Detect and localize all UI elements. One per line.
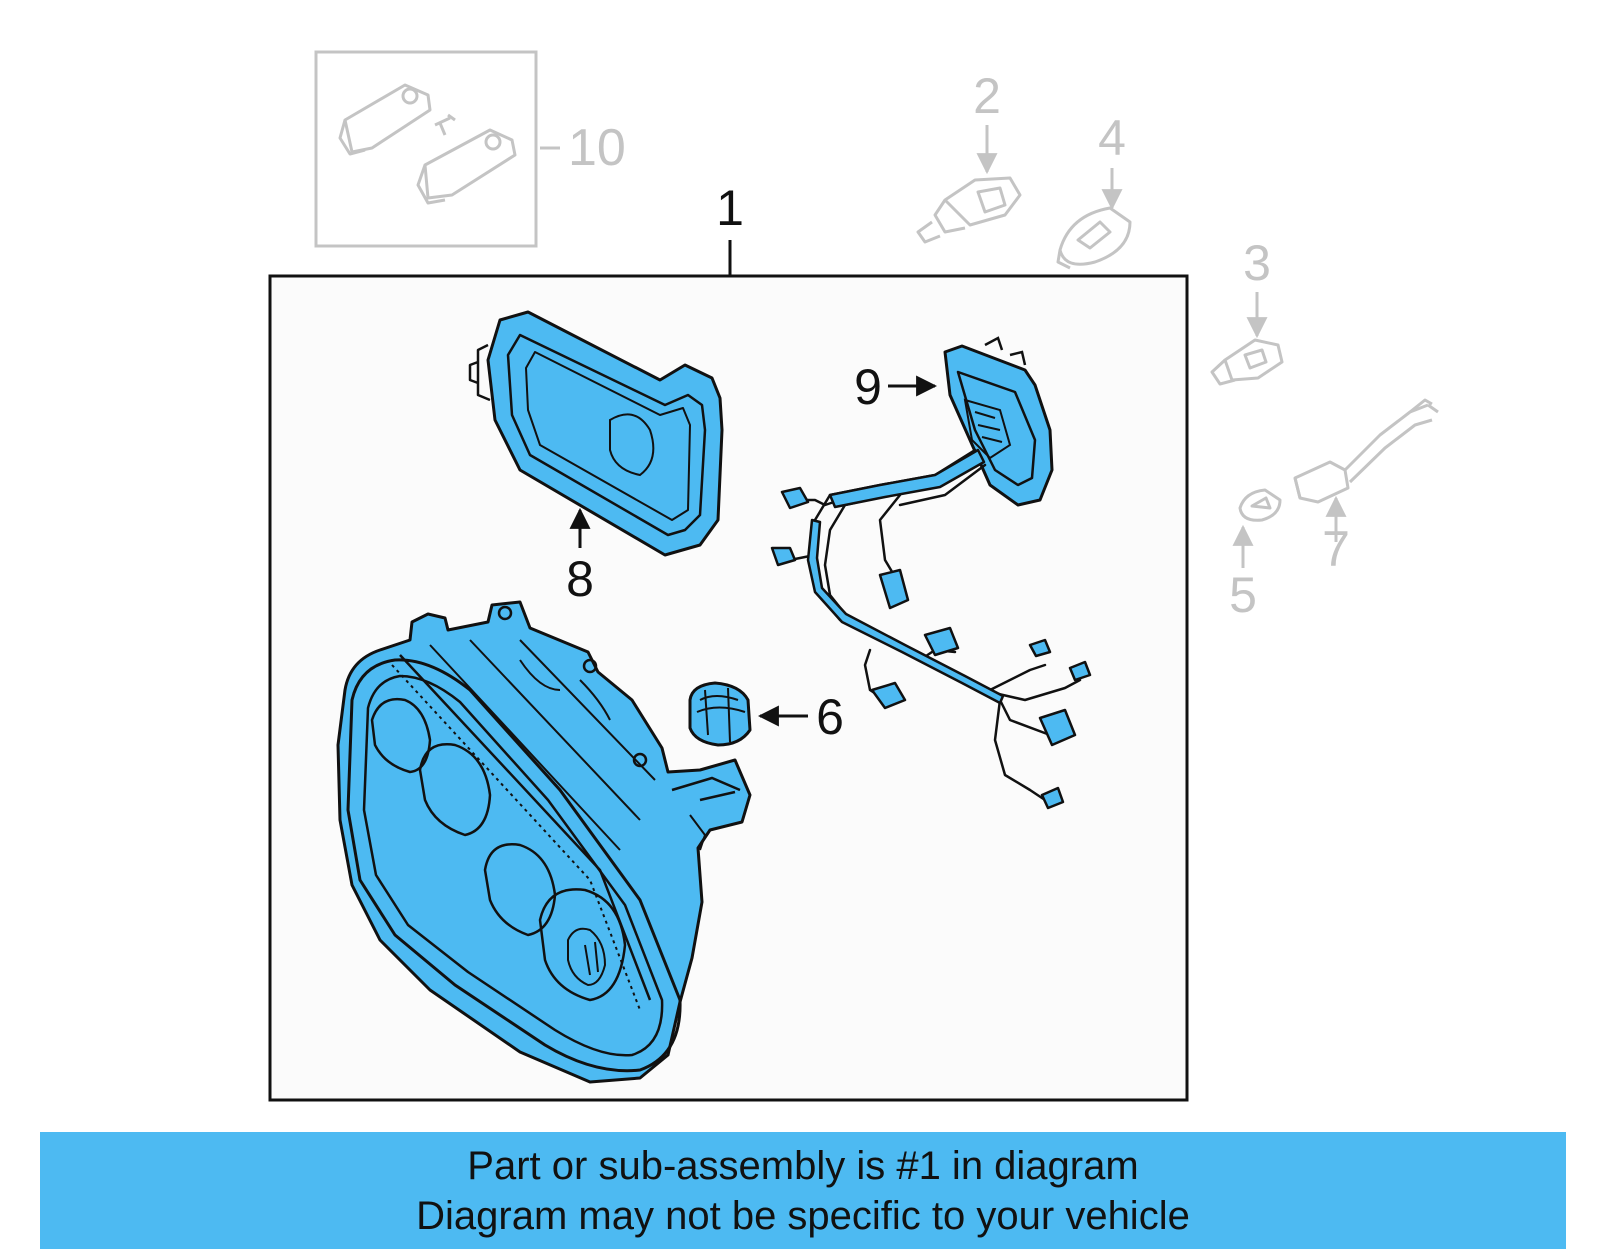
part-10-bracket-kit[interactable]: 10 [314,50,626,248]
callout-10: 10 [568,119,626,177]
banner-line-2: Diagram may not be specific to your vehi… [416,1194,1190,1238]
part-10-box [314,50,538,248]
callout-2: 2 [973,68,1001,124]
callout-8: 8 [566,551,594,607]
part-8-cover[interactable]: 8 [468,310,724,607]
headlamp-housing[interactable] [336,600,752,1084]
banner-line-1: Part or sub-assembly is #1 in diagram [467,1144,1139,1188]
part-4-wedge-bulb[interactable]: 4 [1056,110,1132,270]
part-3-bulb[interactable]: 3 [1210,235,1284,386]
callout-9: 9 [854,359,882,415]
info-banner: Part or sub-assembly is #1 in diagram Di… [40,1132,1566,1249]
callout-4: 4 [1098,110,1126,166]
part-5-bulb[interactable]: 5 [1229,488,1282,623]
callout-6: 6 [816,689,844,745]
callout-7: 7 [1322,521,1350,577]
part-6-socket[interactable]: 6 [688,681,844,747]
callout-5: 5 [1229,567,1257,623]
part-2-bulb[interactable]: 2 [916,68,1022,244]
callout-1: 1 [716,180,744,236]
callout-3: 3 [1243,235,1271,291]
part-9-wiring-harness[interactable]: 9 [770,336,1092,810]
part-7-socket[interactable]: 7 [1293,398,1439,577]
